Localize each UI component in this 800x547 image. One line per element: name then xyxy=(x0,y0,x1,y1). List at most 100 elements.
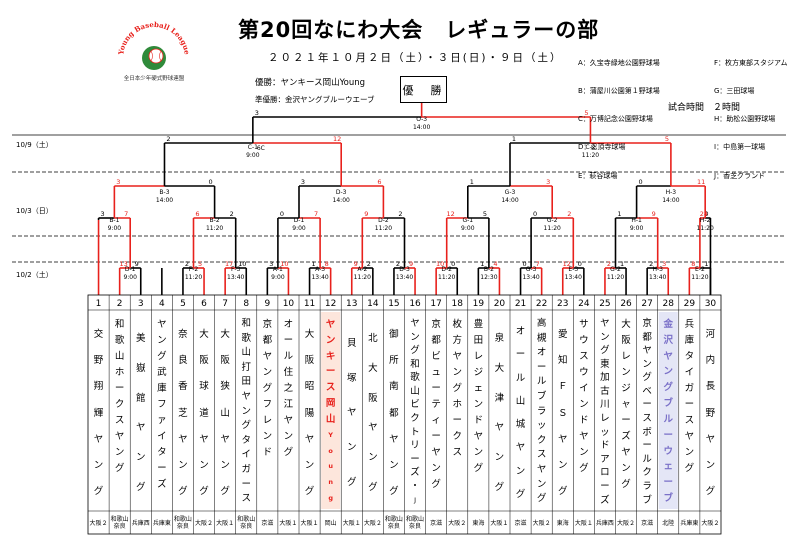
game-time-label: 11:20 xyxy=(438,274,455,281)
page-title: 第20回なにわ大会 レギュラーの部 xyxy=(238,18,600,42)
score-right: 7 xyxy=(314,210,318,218)
score-left: 12 xyxy=(447,210,455,218)
game-code: B-3 xyxy=(159,189,169,196)
venue-item: F：枚方東部スタジアム xyxy=(714,58,788,67)
team-name: オール住之江ヤング xyxy=(283,319,294,458)
score-right: 1 xyxy=(620,260,624,268)
score-left: 1 xyxy=(470,178,474,186)
team-number: 4 xyxy=(158,298,165,309)
venue-item: E：萩谷球場 xyxy=(578,171,618,180)
score-right: 1 xyxy=(704,260,708,268)
game-code: D-2 xyxy=(378,217,389,224)
game-time-label: 13:40 xyxy=(649,274,666,281)
team-number: 19 xyxy=(472,298,485,309)
logo-caption: 全日本少年硬式野球連盟 xyxy=(123,76,185,82)
team-number: 14 xyxy=(367,298,379,309)
team-number: 8 xyxy=(243,298,250,309)
team-name: 金沢ヤングブルーウェーブ xyxy=(663,319,673,505)
game-code: D-1 xyxy=(125,266,136,273)
score-right: 3 xyxy=(662,260,666,268)
venue-item: G：三田球場 xyxy=(714,87,755,96)
score-left: 0 xyxy=(280,210,284,218)
score-right: 2 xyxy=(367,260,371,268)
team-region: 和歌山 奈良 xyxy=(384,516,403,530)
day-label-oct2: 10/2（土） xyxy=(16,271,53,279)
game-time-label: 9:00 xyxy=(108,225,122,232)
team-number: 17 xyxy=(430,298,442,309)
score-left: 2 xyxy=(185,260,189,268)
game-code: D-1 xyxy=(294,217,305,224)
score-left: 0 xyxy=(533,210,537,218)
team-number: 23 xyxy=(557,298,569,309)
team-region: 大阪１ xyxy=(342,519,361,527)
team-number: 28 xyxy=(662,298,674,309)
team-number: 12 xyxy=(324,298,337,309)
score-left: 17 xyxy=(225,260,233,268)
score-right: 11 xyxy=(697,178,705,186)
game-code: E-2 xyxy=(695,266,705,273)
score-left: 9 xyxy=(364,210,368,218)
game-code: G-3 xyxy=(505,189,516,196)
game-time-label: 14:00 xyxy=(156,197,173,204)
venue-item: D：忍頂寺球場 xyxy=(578,143,626,152)
score-right: 10 xyxy=(280,260,288,268)
game-time-label: 14:00 xyxy=(662,197,679,204)
team-region: 兵庫西 xyxy=(595,519,614,527)
game-code: G-3 xyxy=(526,266,537,273)
game-code: D-3 xyxy=(399,266,410,273)
game-code: H-3 xyxy=(652,266,663,273)
game-time-label: 11:20 xyxy=(544,225,561,232)
score-right: 10 xyxy=(238,260,246,268)
score-right: 9 xyxy=(409,260,413,268)
score-left: 2 xyxy=(396,260,400,268)
team-number: 7 xyxy=(222,298,228,309)
team-name: ヤング和歌山ビクトリーズ・J xyxy=(410,318,420,504)
game-code: O-3 xyxy=(416,116,427,123)
game-time-label: 9:00 xyxy=(271,274,285,281)
team-name: 兵庫タイガースヤング xyxy=(684,319,695,474)
team-number: 18 xyxy=(451,298,463,309)
team-number: 27 xyxy=(641,298,653,309)
game-code: B-2 xyxy=(210,217,220,224)
team-region: 兵庫西 xyxy=(131,519,150,527)
game-time-label: 13:40 xyxy=(227,274,244,281)
score-left: 6 xyxy=(195,210,199,218)
score-right: 12 xyxy=(333,135,341,143)
team-region: 大阪２ xyxy=(195,519,214,527)
game-code: C-2 xyxy=(585,144,595,151)
baseball-logo-icon: Young Baseball League xyxy=(116,20,192,70)
team-number: 21 xyxy=(514,298,527,309)
score-left: 1 xyxy=(512,135,516,143)
score-left: 2 xyxy=(649,260,653,268)
game-time-label: 11:20 xyxy=(582,152,599,159)
game-code: H-1 xyxy=(631,217,642,224)
score-right: 5 xyxy=(198,260,202,268)
team-region: 和歌山 奈良 xyxy=(237,516,256,530)
score-left: 2 xyxy=(607,260,611,268)
team-name: 泉大津ヤング xyxy=(494,332,505,494)
score-left: 0 xyxy=(522,260,526,268)
team-region: 大阪２ xyxy=(617,519,636,527)
team-number: 6 xyxy=(201,298,207,309)
score-left: 3 xyxy=(255,109,259,117)
score-left: 2 xyxy=(166,135,170,143)
team-region: 東海 xyxy=(472,519,485,527)
team-number: 15 xyxy=(388,298,400,309)
champion-line: 優勝：ヤンキース岡山Young xyxy=(255,78,366,88)
team-number: 16 xyxy=(409,298,421,309)
game-code: F-2 xyxy=(189,266,199,273)
day-label-oct3: 10/3（日） xyxy=(16,207,53,215)
team-region: 京滋 xyxy=(514,519,527,527)
game-code: C-1 xyxy=(248,144,258,151)
venue-item: I：中島第一球場 xyxy=(714,143,766,152)
team-region: 大阪１ xyxy=(216,519,235,527)
team-number: 29 xyxy=(683,298,696,309)
team-region: 大阪２ xyxy=(363,519,382,527)
team-number: 22 xyxy=(535,298,548,309)
score-right: 7 xyxy=(536,260,540,268)
game-time-label: 14:00 xyxy=(501,197,518,204)
team-name: 奈良香芝ヤング xyxy=(178,329,188,497)
game-time-label: 11:20 xyxy=(697,225,714,232)
team-number: 30 xyxy=(704,298,717,309)
